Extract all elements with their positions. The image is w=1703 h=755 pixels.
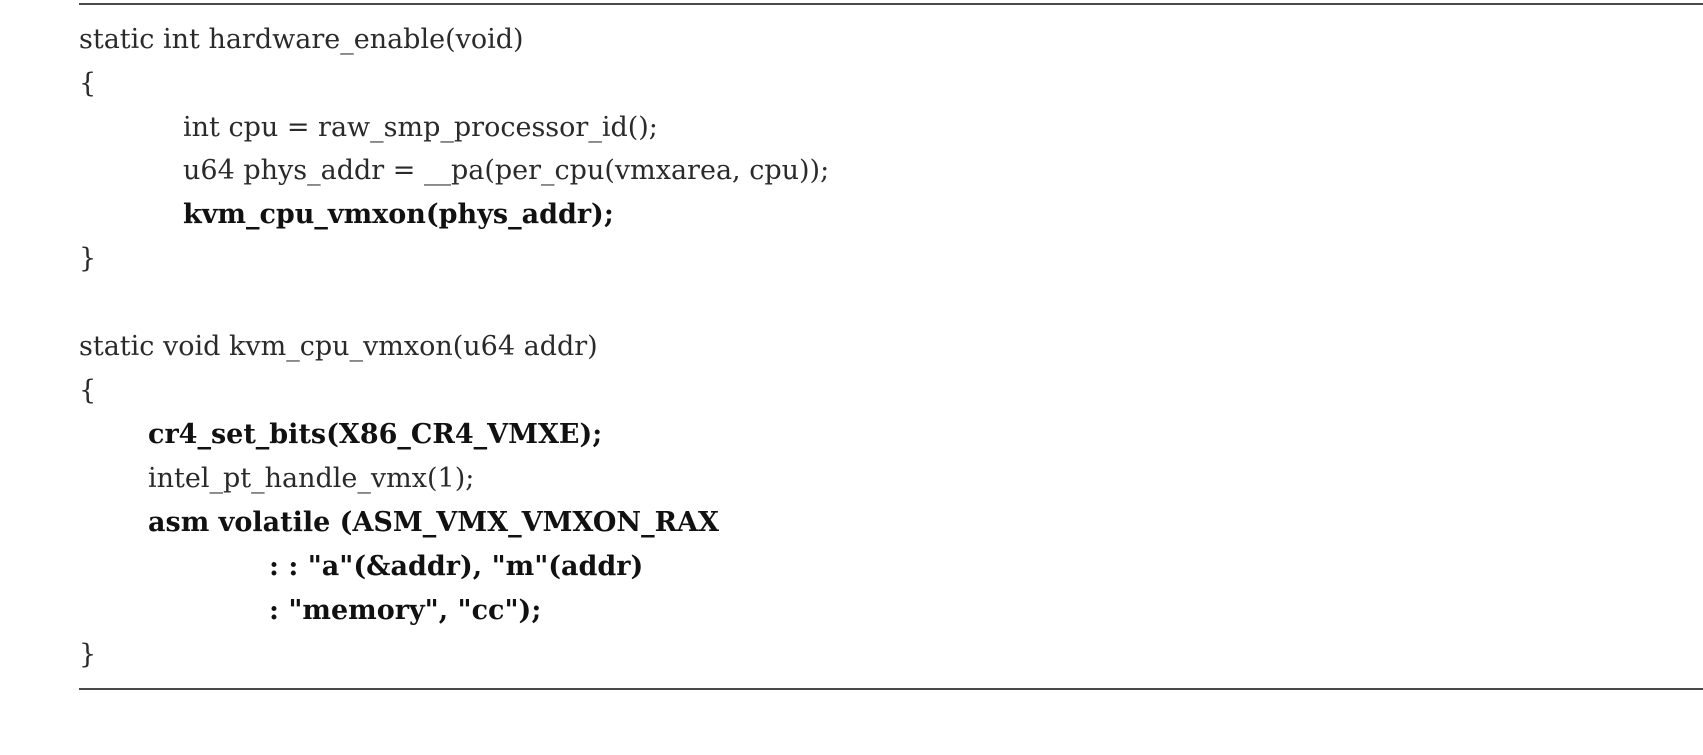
top-rule [79,3,1703,5]
code-line-8: { [79,375,97,406]
code-line-1: static int hardware_enable(void) [79,24,524,55]
code-line-3: int cpu = raw_smp_processor_id(); [183,112,658,143]
code-line-13: : "memory", "cc"); [269,595,542,626]
code-line-10: intel_pt_handle_vmx(1); [148,463,475,494]
code-line-6: } [79,243,97,274]
code-line-14: } [79,639,97,670]
bottom-rule [79,688,1703,690]
code-line-12: : : "a"(&addr), "m"(addr) [269,551,644,582]
code-line-5: kvm_cpu_vmxon(phys_addr); [183,199,614,230]
code-line-4: u64 phys_addr = __pa(per_cpu(vmxarea, cp… [183,155,830,186]
code-line-11: asm volatile (ASM_VMX_VMXON_RAX [148,507,719,538]
code-line-7: static void kvm_cpu_vmxon(u64 addr) [79,331,598,362]
code-line-9: cr4_set_bits(X86_CR4_VMXE); [148,419,603,450]
code-line-2: { [79,68,97,99]
